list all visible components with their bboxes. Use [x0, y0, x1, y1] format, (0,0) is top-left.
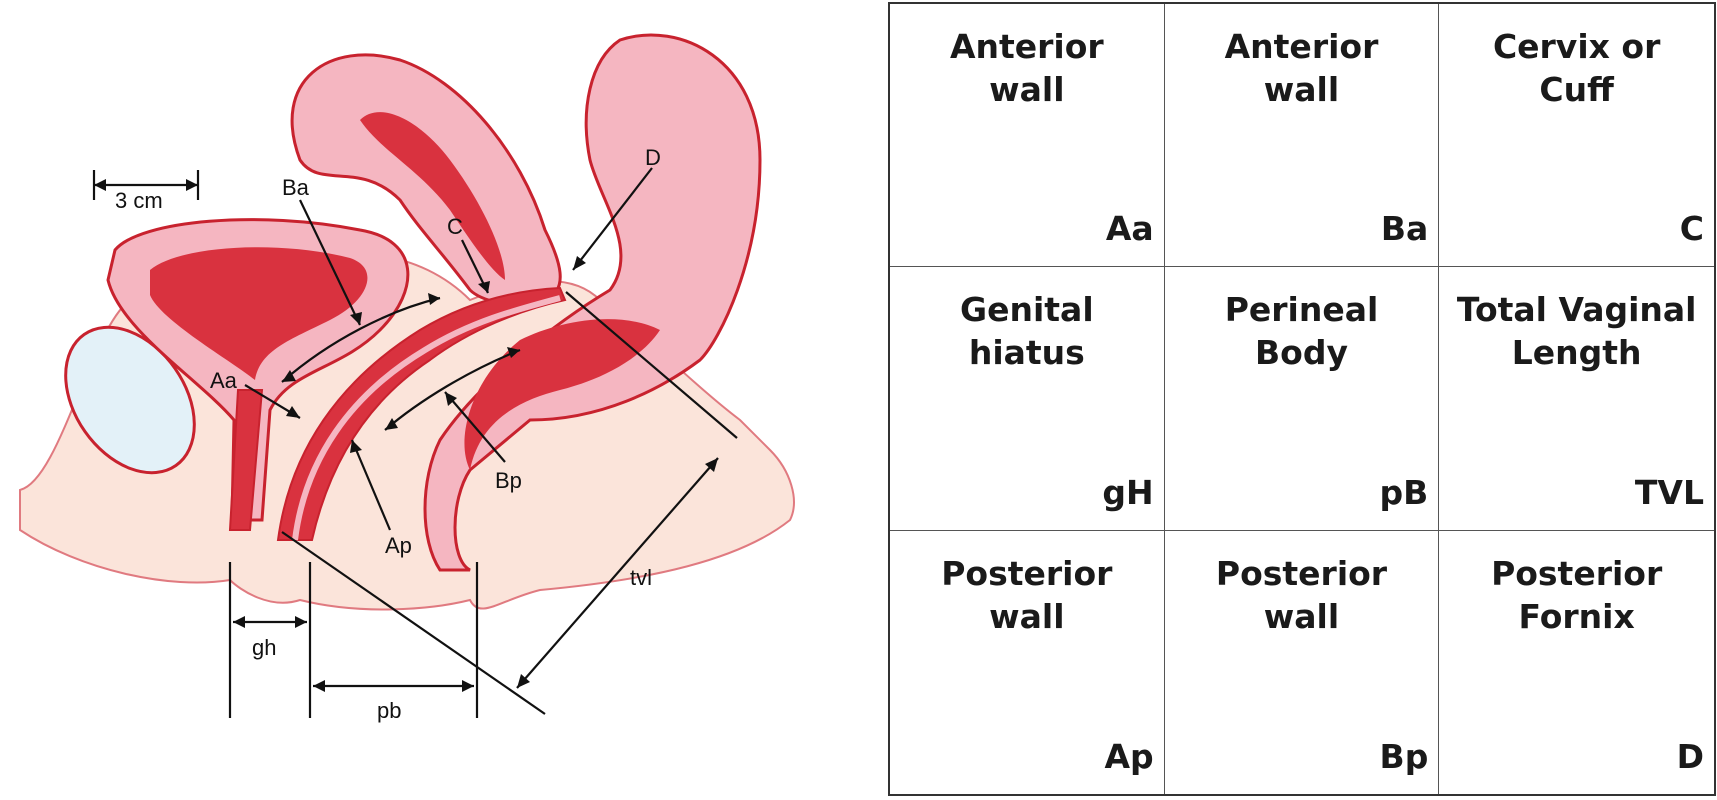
label-aa: Aa — [210, 368, 238, 393]
cell-title: Posterior wall — [1215, 553, 1388, 636]
label-tvl: tvl — [630, 565, 652, 590]
label-gh: gh — [252, 635, 276, 660]
cell-code: C — [1679, 209, 1704, 249]
cell-code: gH — [1102, 472, 1154, 512]
cell-code: D — [1676, 737, 1704, 776]
posterior-wall-arrow — [384, 348, 521, 431]
label-bp: Bp — [495, 468, 522, 493]
ba-pointer — [299, 199, 361, 326]
grid-cell-c: Cervix or Cuff C — [1439, 4, 1714, 268]
cell-code: Bp — [1379, 737, 1429, 776]
cell-title: Posterior Fornix — [1491, 553, 1663, 636]
scale-bar: 3 cm — [92, 170, 200, 213]
d-pointer — [572, 167, 653, 271]
ap-pointer — [350, 439, 392, 531]
label-d: D — [645, 145, 661, 170]
rectum-inner — [464, 319, 660, 470]
scale-label: 3 cm — [115, 188, 163, 213]
grid-cell-aa: Anterior wall Aa — [890, 4, 1165, 268]
cell-code: Ap — [1104, 737, 1154, 776]
pelvic-anatomy-diagram: 3 cm Ba C D Aa Ap Bp — [19, 33, 795, 723]
cell-title: Anterior wall — [949, 27, 1104, 109]
grid-cell-tvl: Total Vaginal Length TVL — [1439, 267, 1714, 531]
anterior-wall-arrow — [281, 296, 441, 383]
grid-cell-ap: Posterior wall Ap — [890, 530, 1165, 794]
bladder-inner — [150, 247, 368, 380]
grid-cell-gh: Genital hiatus gH — [890, 267, 1165, 531]
cell-title: Cervix or Cuff — [1492, 27, 1661, 109]
grid-cell-d: Posterior Fornix D — [1439, 531, 1714, 794]
measurement-lines: gh pb tvl — [228, 291, 738, 723]
cell-title: Total Vaginal Length — [1456, 290, 1697, 373]
cell-code: Aa — [1105, 209, 1154, 249]
point-markers: Ba C D Aa Ap Bp — [210, 145, 661, 558]
grid-cell-ba: Anterior wall Ba — [1164, 4, 1440, 268]
label-pb: pb — [377, 698, 401, 723]
cell-title: Anterior wall — [1224, 27, 1379, 109]
rectum-outer — [423, 33, 762, 572]
grid-cell-bp: Posterior wall Bp — [1165, 530, 1440, 794]
label-ap: Ap — [385, 533, 412, 558]
cell-title: Posterior wall — [941, 553, 1113, 636]
popq-points-grid: Anterior wall Aa Anterior wall Ba Cervix… — [888, 2, 1716, 796]
uterus-inner — [360, 112, 505, 280]
vaginal-lumen — [292, 295, 561, 541]
label-c: C — [447, 214, 463, 239]
cell-code: TVL — [1634, 472, 1704, 512]
pubic-bone — [64, 325, 196, 475]
cell-title: Perineal Body — [1224, 290, 1379, 373]
cell-title: Genital hiatus — [960, 290, 1094, 373]
cell-code: Ba — [1380, 209, 1429, 249]
grid-cell-pb: Perineal Body pB — [1164, 267, 1440, 531]
label-ba: Ba — [282, 175, 310, 200]
bp-pointer — [444, 391, 506, 463]
vaginal-canal — [276, 286, 567, 541]
cell-code: pB — [1379, 472, 1429, 512]
anatomy-svg: 3 cm Ba C D Aa Ap Bp — [19, 33, 795, 723]
